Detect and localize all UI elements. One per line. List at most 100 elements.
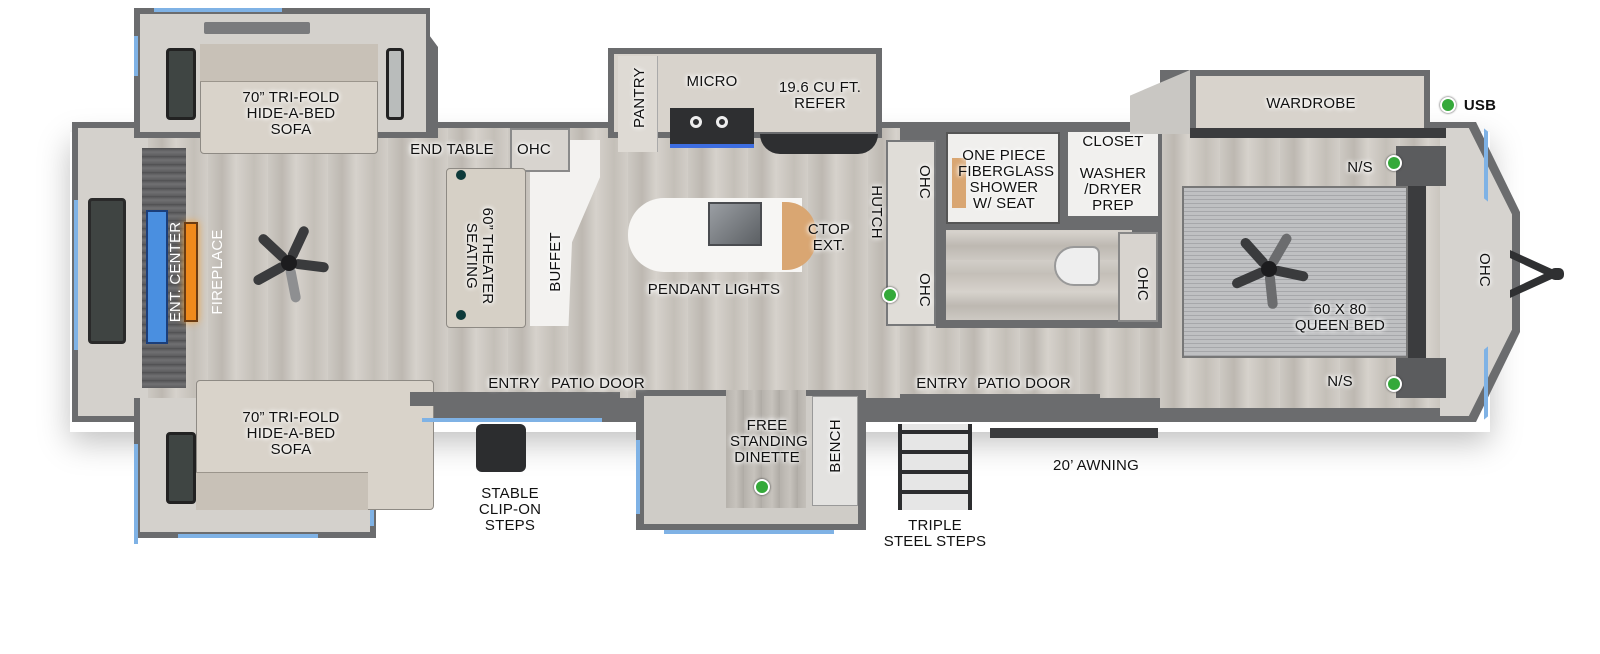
awning-arm <box>990 428 1158 438</box>
ent-center-label: ENT. CENTER <box>167 221 184 323</box>
theater-seating-line2: SEATING <box>463 222 480 290</box>
refer-label: 19.6 CU FT. REFER <box>770 80 870 112</box>
ceiling-fan-bedroom-icon <box>1224 224 1314 314</box>
refer-label-line1: 19.6 CU FT. <box>778 79 862 96</box>
sofa-bottom-window-glass-l <box>166 432 196 504</box>
wardrobe-doors <box>1190 128 1446 138</box>
front-window-bottom <box>1484 346 1488 420</box>
slide-top-left-window-left <box>134 36 138 76</box>
slide-bottom-left-window-bottom <box>178 534 318 538</box>
dinette-window-bottom <box>664 530 834 534</box>
sofa-top-label: 70” TRI-FOLD HIDE-A-BED SOFA <box>236 90 346 138</box>
shower-label: ONE PIECE FIBERGLASS SHOWER W/ SEAT <box>958 148 1054 212</box>
nightstand-bottom <box>1396 358 1446 398</box>
bench-label: BENCH <box>827 419 844 473</box>
usb-outlet-ns-bottom-icon <box>1386 376 1402 392</box>
ns-top-label: N/S <box>1347 159 1373 176</box>
usb-outlet-ns-top-icon <box>1386 155 1402 171</box>
slide-top-left-window-top <box>154 8 282 12</box>
closet <box>1068 132 1158 216</box>
door-1-threshold <box>410 392 620 406</box>
dinette-bench <box>812 396 858 506</box>
sofa-bottom-label-line2: HIDE-A-BED <box>246 425 336 442</box>
ohc-living-label: OHC <box>517 141 551 158</box>
awning-label: 20’ AWNING <box>1053 457 1139 474</box>
entry-1-label: ENTRY <box>488 375 540 392</box>
shower-label-line3: SHOWER <box>969 179 1039 196</box>
refer-label-line2: REFER <box>794 95 846 112</box>
usb-outlet-hutch-icon <box>882 287 898 303</box>
theater-seating-label: 60” THEATER SEATING <box>463 201 496 311</box>
bath-floor <box>946 230 1132 320</box>
dinette-window-left <box>636 440 640 514</box>
queen-bed-line2: QUEEN BED <box>1294 317 1386 334</box>
ceiling-fan-living-icon <box>244 218 334 308</box>
burner-1 <box>690 116 702 128</box>
clip-on-steps-line2: CLIP-ON <box>478 501 542 518</box>
headboard <box>1408 186 1426 358</box>
clip-on-steps-line3: STEPS <box>484 517 536 534</box>
ent-center-screen <box>146 210 168 344</box>
sofa-bottom-label: 70” TRI-FOLD HIDE-A-BED SOFA <box>236 410 346 458</box>
queen-bed-label: 60 X 80 QUEEN BED <box>1290 302 1390 334</box>
sofa-bottom-back <box>196 472 368 510</box>
washer-dryer-label: WASHER /DRYER PREP <box>1078 166 1148 214</box>
washer-dryer-line3: PREP <box>1092 197 1134 214</box>
cupholder-1 <box>456 170 466 180</box>
shower-label-line4: W/ SEAT <box>973 195 1035 212</box>
usb-outlet-legend-icon <box>1440 97 1456 113</box>
dinette-label: FREE STANDING DINETTE <box>730 417 808 466</box>
ohc-hutch-top-label: OHC <box>916 165 933 199</box>
shower-seat <box>952 158 966 208</box>
sofa-top-armrest <box>204 22 310 34</box>
cupholder-2 <box>456 310 466 320</box>
micro-label: MICRO <box>686 73 738 90</box>
bath-ohc-cabinet <box>1118 232 1158 322</box>
pendant-lights-label: PENDANT LIGHTS <box>647 281 781 298</box>
washer-dryer-line2: /DRYER <box>1084 181 1142 198</box>
patio-door-1-label: PATIO DOOR <box>551 375 645 392</box>
range-cooktop <box>670 108 754 148</box>
triple-steps-label: TRIPLE STEEL STEPS <box>880 518 990 550</box>
dinette-label-line1: FREE <box>746 417 788 434</box>
sofa-bottom-label-line3: SOFA <box>270 441 312 458</box>
refrigerator <box>760 134 878 154</box>
queen-bed-line1: 60 X 80 <box>1313 301 1367 318</box>
ctop-ext-line1: CTOP <box>807 221 851 238</box>
clip-on-steps-line1: STABLE <box>481 485 539 502</box>
hutch-label: HUTCH <box>868 185 885 239</box>
usb-legend-label: USB <box>1463 97 1497 114</box>
wardrobe-label: WARDROBE <box>1266 95 1356 112</box>
door-2-threshold <box>900 394 1100 408</box>
floor-hall <box>900 320 1160 398</box>
fireplace-unit <box>184 222 198 322</box>
slide-bottom-left-window-left <box>134 444 138 544</box>
washer-dryer-line1: WASHER <box>1079 165 1147 182</box>
sofa-top-window-glass-l <box>166 48 196 120</box>
entry-2-label: ENTRY <box>916 375 968 392</box>
hitch <box>1510 244 1570 304</box>
ohc-bath-label: OHC <box>1134 267 1151 301</box>
theater-seating-line1: 60” THEATER <box>479 207 496 305</box>
sofa-top-label-line2: HIDE-A-BED <box>246 105 336 122</box>
ohc-hutch-bottom-label: OHC <box>916 273 933 307</box>
patio-door-2-label: PATIO DOOR <box>977 375 1071 392</box>
dinette-label-line3: DINETTE <box>734 449 800 466</box>
burner-2 <box>716 116 728 128</box>
triple-steps <box>898 424 972 510</box>
closet-label: CLOSET <box>1082 133 1144 150</box>
clip-on-steps <box>476 424 526 472</box>
dinette-label-line2: STANDING <box>730 433 808 450</box>
sofa-bottom-label-line1: 70” TRI-FOLD <box>242 409 340 426</box>
pantry-cabinet <box>618 56 658 152</box>
rear-tv <box>88 198 126 344</box>
ohc-cabinet-living <box>510 128 570 172</box>
end-table-label: END TABLE <box>410 141 494 158</box>
toilet <box>1054 246 1100 286</box>
ns-bottom-label: N/S <box>1327 373 1353 390</box>
ctop-ext-line2: EXT. <box>812 237 846 254</box>
sofa-top-window-glass-r <box>386 48 404 120</box>
sofa-top-label-line1: 70” TRI-FOLD <box>242 89 340 106</box>
sofa-top-label-line3: SOFA <box>270 121 312 138</box>
